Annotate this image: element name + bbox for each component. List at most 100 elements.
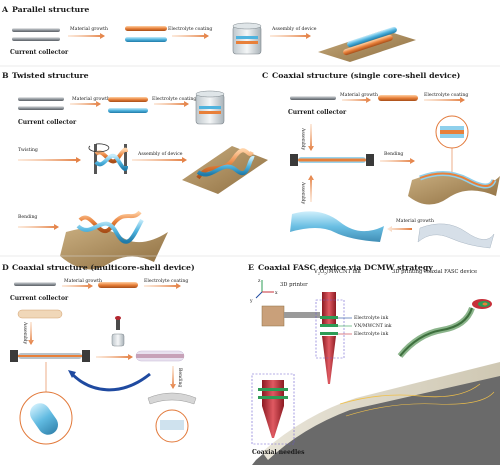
panel-c-assembly-top-label: Assembly bbox=[300, 127, 306, 151]
bent-device-c bbox=[408, 115, 500, 205]
arrow-icon bbox=[132, 157, 187, 163]
panel-c-electrolyte-label: Electrolyte coating bbox=[424, 92, 468, 98]
multicore-fiber-d bbox=[10, 350, 90, 362]
panel-a-letter: A bbox=[1, 5, 9, 14]
zoom-fiber-d bbox=[29, 403, 59, 435]
panel-a-assembly-label: Assembly of device bbox=[271, 26, 317, 32]
coaxial-needles-label: Coaxial needles bbox=[252, 449, 305, 456]
panel-a-collector-label: Current collector bbox=[10, 49, 69, 56]
beaker-icon bbox=[232, 22, 262, 55]
dropper-icon bbox=[111, 316, 125, 347]
panel-d-title: Coaxial structure (multicore-shell devic… bbox=[12, 263, 195, 272]
printed-substrate bbox=[262, 362, 500, 460]
printed-path bbox=[345, 391, 495, 417]
v2o5-ink-label: V2O5/MWCNT ink bbox=[313, 269, 362, 276]
panel-b-bending-label: Bending bbox=[18, 214, 37, 220]
panel-e-letter: E bbox=[248, 263, 254, 272]
assembled-device-a bbox=[318, 26, 416, 62]
panel-c: C Coaxial structure (single core-shell d… bbox=[262, 71, 500, 249]
grown-fibers-a bbox=[125, 26, 167, 42]
panel-a: A Parallel structure Current collector M… bbox=[1, 5, 416, 62]
arrow-icon bbox=[172, 33, 209, 39]
panel-c-title: Coaxial structure (single core-shell dev… bbox=[272, 71, 460, 80]
panel-a-title: Parallel structure bbox=[12, 5, 89, 14]
panel-d-bending-label: Bending bbox=[177, 368, 183, 387]
arrow-icon bbox=[424, 97, 465, 103]
grown-fiber-c bbox=[378, 95, 418, 101]
panel-c-assembly-bottom-label: Assembly bbox=[300, 181, 306, 205]
arrow-icon bbox=[68, 33, 105, 39]
coaxial-needles-inset bbox=[251, 373, 295, 445]
panel-b-collector-label: Current collector bbox=[18, 119, 77, 126]
cross-section-d bbox=[160, 420, 184, 430]
panel-d-material-growth-label: Material growth bbox=[64, 278, 102, 284]
panel-b: B Twisted structure Current collector Ma… bbox=[2, 71, 268, 270]
panel-b-letter: B bbox=[2, 71, 9, 80]
axes-icon: z x y bbox=[249, 279, 278, 304]
arrow-icon bbox=[18, 157, 81, 163]
current-collector-rods-b bbox=[18, 97, 64, 110]
current-collector-rods-a bbox=[12, 28, 60, 41]
return-arrow bbox=[70, 372, 151, 392]
electrolyte-ink-label-2: Electrolyte ink bbox=[354, 331, 388, 337]
arrow-icon bbox=[28, 322, 34, 345]
arrow-icon bbox=[68, 370, 76, 378]
printed-path bbox=[339, 383, 481, 405]
arrow-icon bbox=[62, 283, 93, 289]
current-collector-rod-d bbox=[14, 282, 56, 286]
panel-b-title: Twisted structure bbox=[12, 71, 89, 80]
grown-fibers-b bbox=[108, 97, 148, 113]
arrow-icon bbox=[170, 366, 176, 389]
bent-device-b bbox=[60, 210, 168, 270]
panel-d-letter: D bbox=[2, 263, 9, 272]
arrow-icon bbox=[342, 97, 371, 103]
panel-d: D Coaxial structure (multicore-shell dev… bbox=[2, 263, 197, 445]
panel-c-bending-label: Bending bbox=[384, 151, 403, 157]
printed-fiber bbox=[397, 299, 492, 358]
panel-b-material-growth-label: Material growth bbox=[72, 96, 110, 102]
coaxial-nozzle bbox=[315, 292, 345, 384]
panel-d-assembly-label: Assembly bbox=[22, 321, 28, 345]
current-collector-rod-c bbox=[290, 96, 336, 100]
axis-y-label: y bbox=[249, 299, 253, 304]
arrow-icon bbox=[70, 101, 101, 107]
substrate-edge bbox=[252, 370, 500, 465]
coated-fiber-d bbox=[17, 309, 63, 319]
printer-label: 3D printer bbox=[280, 282, 308, 288]
grey-sheet-c bbox=[417, 223, 495, 249]
twisted-fibers-b bbox=[88, 143, 128, 174]
arrow-icon bbox=[308, 175, 314, 202]
panel-c-material-growth-label: Material growth bbox=[340, 92, 378, 98]
panel-c-material-growth-bottom-label: Material growth bbox=[396, 218, 434, 224]
axis-x-label: x bbox=[275, 291, 278, 296]
arrow-icon bbox=[387, 226, 412, 232]
printing-device-label: 3D printing coaxial FASC device bbox=[392, 269, 477, 275]
blue-sheet-c bbox=[290, 211, 384, 242]
panel-b-electrolyte-label: Electrolyte coating bbox=[152, 96, 196, 102]
arrow-icon bbox=[18, 224, 59, 230]
panel-d-collector-label: Current collector bbox=[10, 295, 69, 302]
arrow-icon bbox=[270, 33, 311, 39]
panel-e: E Coaxial FASC device via DCMW strategy … bbox=[248, 263, 500, 465]
electrolyte-ink-label-1: Electrolyte ink bbox=[354, 315, 388, 321]
coated-multicore-fiber-d bbox=[135, 350, 185, 362]
core-shell-fiber-c bbox=[290, 154, 374, 166]
arrow-icon bbox=[380, 158, 415, 164]
panel-a-material-growth-label: Material growth bbox=[70, 26, 108, 32]
twisted-device-b bbox=[182, 146, 268, 194]
axis-z-label: z bbox=[258, 279, 261, 284]
arrow-icon bbox=[308, 124, 314, 151]
panel-a-electrolyte-label: Electrolyte coating bbox=[168, 26, 212, 32]
arrow-icon bbox=[144, 283, 181, 289]
arrow-icon bbox=[96, 354, 133, 360]
panel-b-assembly-label: Assembly of device bbox=[137, 151, 183, 157]
panel-d-electrolyte-label: Electrolyte coating bbox=[144, 278, 188, 284]
vn-ink-label: VN/MWCNT ink bbox=[353, 323, 392, 329]
panel-c-collector-label: Current collector bbox=[288, 109, 347, 116]
panel-b-twisting-label: Twisting bbox=[18, 147, 38, 153]
panel-e-title: Coaxial FASC device via DCMW strategy bbox=[258, 263, 433, 272]
arrow-icon bbox=[154, 101, 189, 107]
printer-head bbox=[261, 305, 320, 327]
beaker-icon bbox=[195, 90, 225, 125]
